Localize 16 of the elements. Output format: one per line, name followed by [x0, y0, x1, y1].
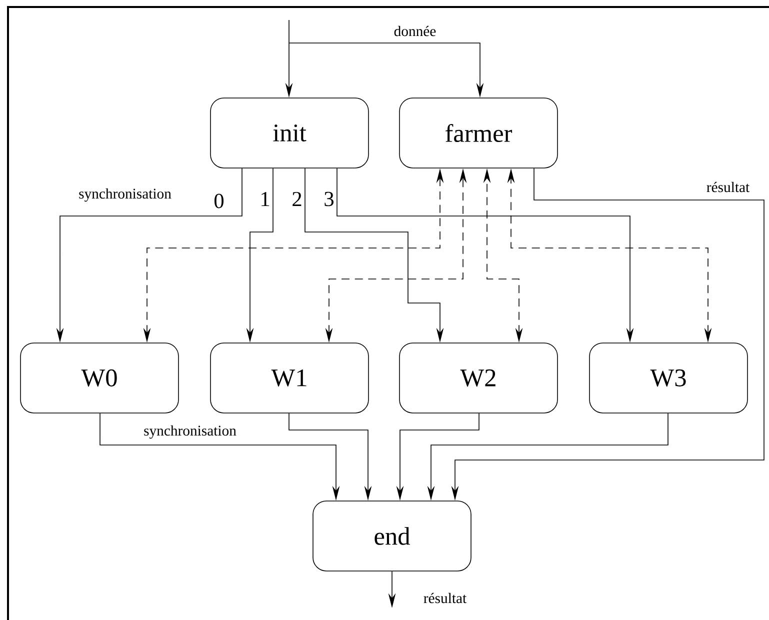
process-box: W1 [210, 342, 369, 414]
process-box: init [210, 98, 369, 168]
process-box: end [312, 500, 472, 572]
process-box: W0 [20, 342, 179, 414]
edge-label: 1 [258, 190, 272, 208]
edge-label: résultat [422, 592, 468, 604]
edge-label: 0 [212, 192, 226, 210]
process-box: W3 [589, 342, 748, 414]
process-box: W2 [399, 342, 558, 414]
edge-label: résultat [705, 180, 751, 194]
edge-label: 3 [322, 190, 336, 208]
edge-label: 2 [290, 190, 304, 208]
process-box: farmer [399, 98, 558, 168]
edge-label: donnée [392, 24, 438, 38]
signal-label: synchronisation [144, 425, 236, 439]
signal-label: synchronisation [79, 188, 172, 202]
